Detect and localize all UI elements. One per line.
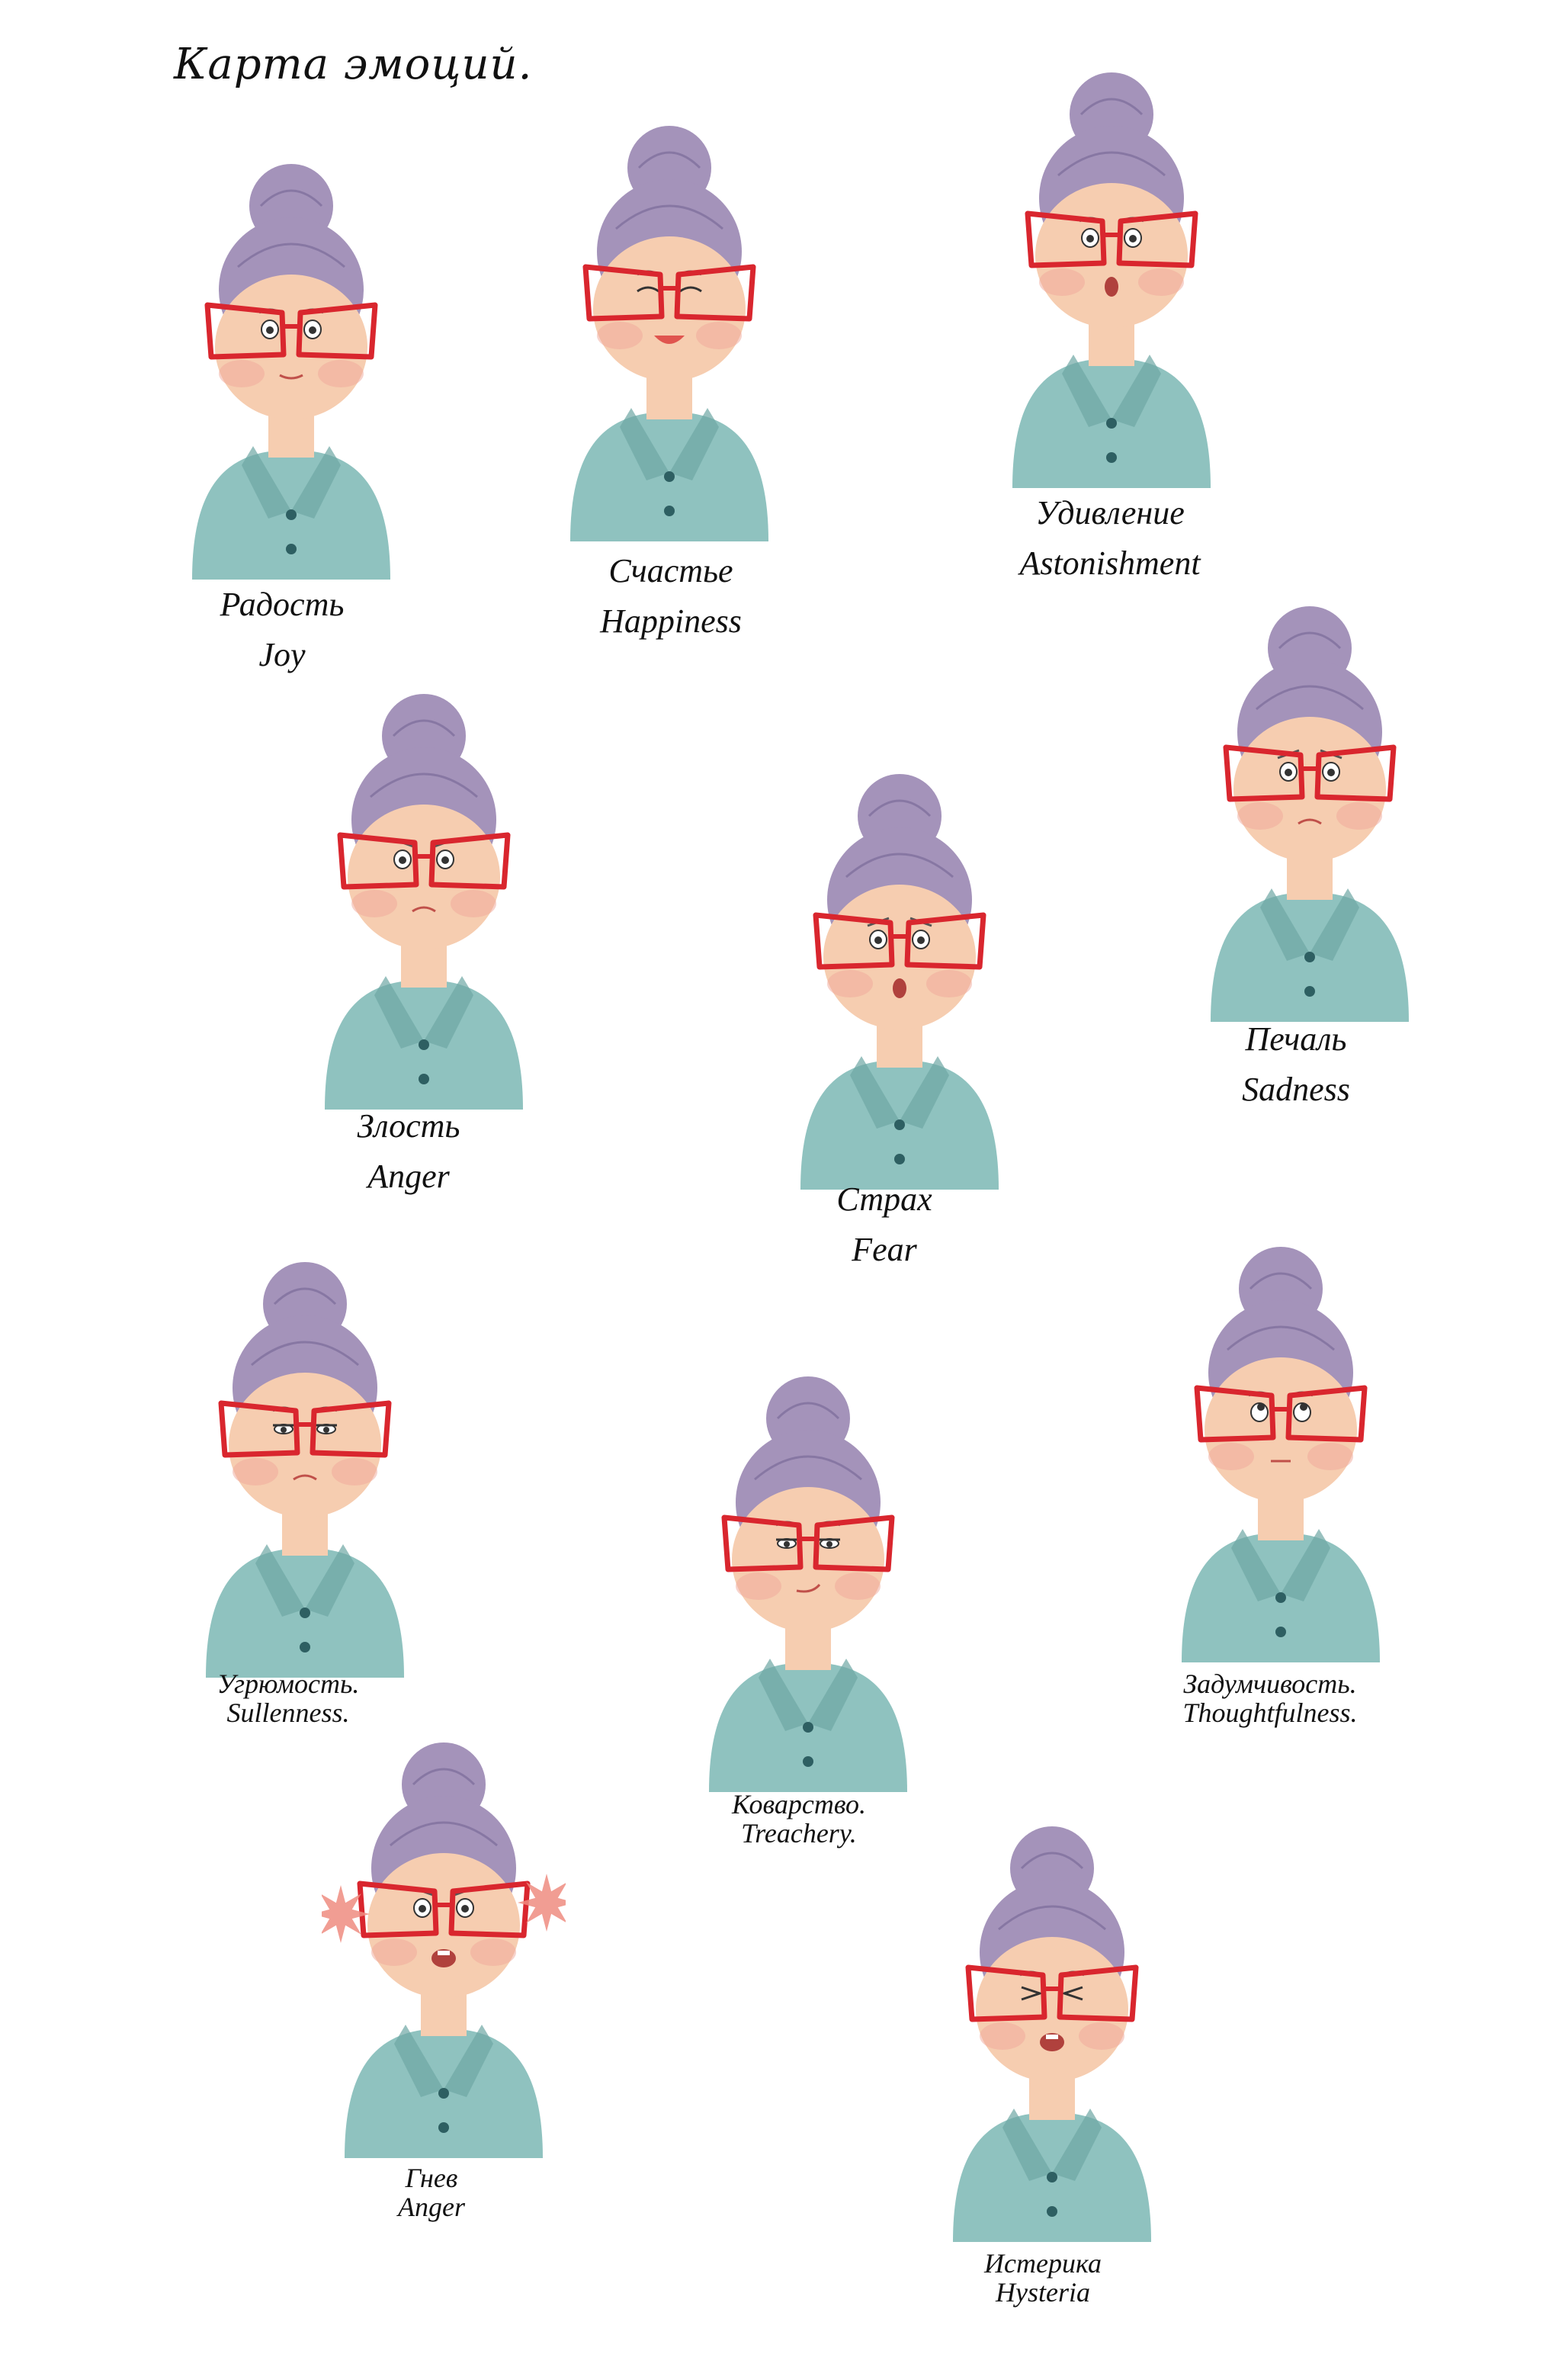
grandma-portrait-thoughtfulness bbox=[1159, 1235, 1403, 1693]
grandma-portrait-sadness bbox=[1188, 595, 1432, 1052]
caption-ru: Печаль bbox=[1245, 1020, 1347, 1058]
caption-en: Anger bbox=[398, 2191, 465, 2222]
caption-anger: Злость Anger bbox=[358, 1101, 460, 1202]
caption-ru: Гнев bbox=[405, 2163, 458, 2193]
caption-en: Anger bbox=[367, 1158, 450, 1195]
caption-ru: Угрюмость. bbox=[217, 1669, 360, 1699]
grandma-illustration bbox=[322, 1742, 566, 2158]
grandma-illustration bbox=[570, 126, 768, 541]
grandma-portrait-happiness bbox=[547, 114, 791, 572]
caption-en: Fear bbox=[852, 1231, 917, 1268]
grandma-portrait-joy bbox=[169, 153, 413, 610]
caption-ru: Радость bbox=[220, 586, 345, 623]
grandma-illustration bbox=[192, 164, 390, 580]
caption-sullenness: Угрюмость. Sullenness. bbox=[217, 1669, 360, 1728]
grandma-portrait-sullenness bbox=[183, 1251, 427, 1708]
grandma-portrait-astonishment bbox=[990, 61, 1233, 519]
grandma-illustration bbox=[1182, 1247, 1380, 1662]
caption-ru: Счастье bbox=[608, 552, 733, 589]
caption-en: Happiness bbox=[600, 602, 742, 640]
caption-joy: Радость Joy bbox=[220, 580, 345, 680]
grandma-illustration bbox=[1012, 72, 1211, 488]
grandma-portrait-anger bbox=[302, 683, 546, 1140]
grandma-illustration bbox=[709, 1376, 907, 1792]
grandma-portrait-fear bbox=[778, 763, 1022, 1220]
caption-rage: Гнев Anger bbox=[398, 2163, 465, 2222]
caption-en: Hysteria bbox=[996, 2276, 1090, 2308]
caption-sadness: Печаль Sadness bbox=[1242, 1014, 1350, 1115]
grandma-illustration bbox=[325, 694, 523, 1110]
grandma-illustration bbox=[800, 774, 999, 1190]
caption-ru: Истерика bbox=[984, 2248, 1102, 2279]
caption-fear: Страх Fear bbox=[836, 1174, 932, 1275]
grandma-portrait-treachery bbox=[686, 1365, 930, 1823]
caption-ru: Коварство. bbox=[731, 1789, 867, 1820]
page-title: Карта эмоций. bbox=[174, 40, 533, 89]
caption-en: Sadness bbox=[1242, 1071, 1350, 1108]
caption-en: Thoughtfulness. bbox=[1182, 1697, 1358, 1728]
caption-happiness: Счастье Happiness bbox=[600, 546, 742, 647]
caption-en: Astonishment bbox=[1019, 544, 1201, 582]
caption-en: Treachery. bbox=[741, 1817, 857, 1848]
caption-ru: Злость bbox=[357, 1107, 460, 1145]
caption-en: Sullenness. bbox=[226, 1697, 350, 1728]
caption-treachery: Коварство. Treachery. bbox=[731, 1789, 867, 1848]
grandma-illustration bbox=[206, 1262, 404, 1678]
caption-ru: Задумчивость. bbox=[1183, 1669, 1357, 1699]
caption-ru: Удивление bbox=[1035, 494, 1185, 532]
grandma-illustration bbox=[1211, 606, 1409, 1022]
grandma-portrait-rage bbox=[322, 1731, 566, 2189]
caption-thoughtfulness: Задумчивость. Thoughtfulness. bbox=[1182, 1669, 1358, 1728]
caption-ru: Страх bbox=[836, 1180, 932, 1218]
caption-hysteria: Истерика Hysteria bbox=[984, 2248, 1102, 2308]
grandma-portrait-hysteria bbox=[930, 1815, 1174, 2272]
caption-astonishment: Удивление Astonishment bbox=[1019, 488, 1200, 589]
caption-en: Joy bbox=[258, 636, 306, 673]
grandma-illustration bbox=[953, 1826, 1151, 2242]
